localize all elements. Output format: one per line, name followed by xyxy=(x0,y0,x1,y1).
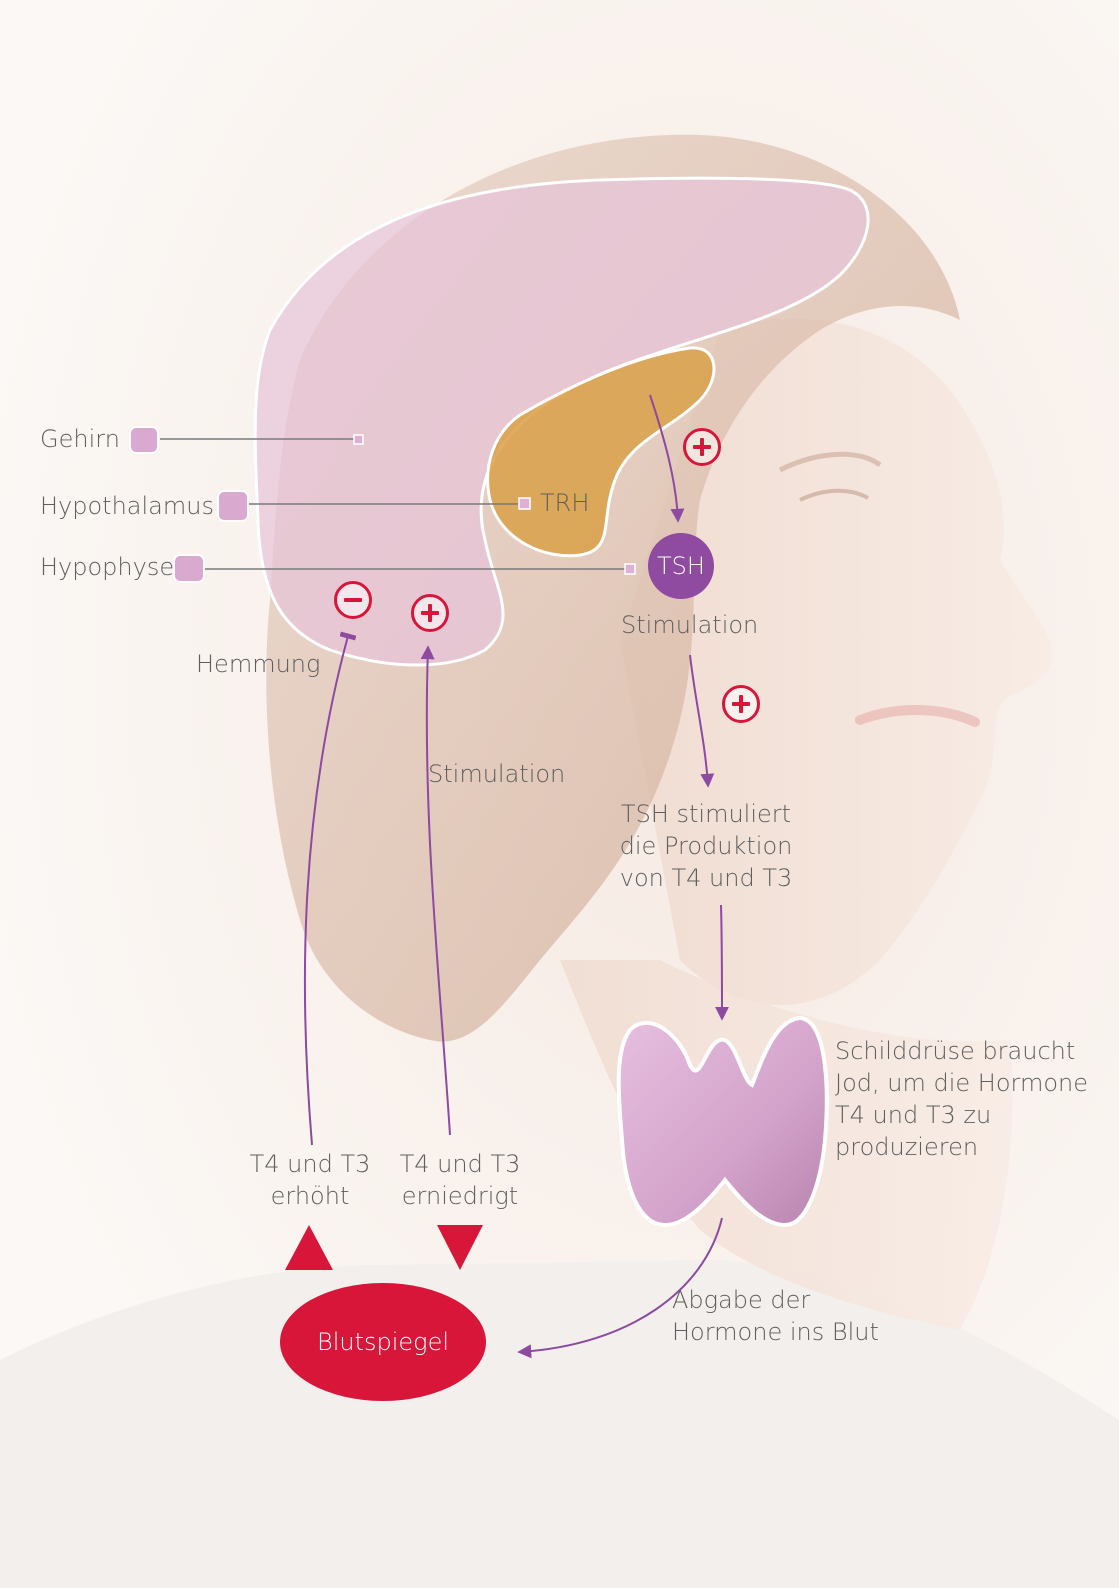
gehirn-point xyxy=(354,435,363,444)
trh-label: TRH xyxy=(540,487,589,519)
legend-gehirn-label: Gehirn xyxy=(40,423,120,455)
hypophyse-point xyxy=(625,564,635,574)
plus-circle-icon xyxy=(722,685,760,723)
hypothalamus-point xyxy=(519,498,530,509)
t4t3-high-line: erhöht xyxy=(240,1180,380,1212)
t4t3-low-line: T4 und T3 xyxy=(390,1148,530,1180)
gehirn-swatch xyxy=(130,427,158,453)
tsh-stimulates-line: von T4 und T3 xyxy=(606,862,806,894)
hemmung-label: Hemmung xyxy=(196,648,320,680)
legend-hypophyse-label: Hypophyse xyxy=(40,551,174,583)
hypophyse-swatch xyxy=(174,555,204,582)
thyroid-note-line: Schilddrüse braucht xyxy=(835,1035,1088,1067)
t4t3-low-text: T4 und T3 erniedrigt xyxy=(390,1148,530,1212)
legend-hypothalamus-label: Hypothalamus xyxy=(40,490,214,522)
plus-circle-icon xyxy=(411,594,449,632)
thyroid-note-text: Schilddrüse braucht Jod, um die Hormone … xyxy=(835,1035,1088,1163)
tsh-stimulates-text: TSH stimuliert die Produktion von T4 und… xyxy=(606,798,806,894)
plus-circle-icon xyxy=(683,428,721,466)
t4t3-high-line: T4 und T3 xyxy=(240,1148,380,1180)
tsh-stimulates-line: die Produktion xyxy=(606,830,806,862)
thyroid-note-line: produzieren xyxy=(835,1131,1088,1163)
minus-circle-icon xyxy=(334,581,372,619)
tsh-label: TSH xyxy=(648,533,714,599)
blood-level-label: Blutspiegel xyxy=(280,1283,486,1401)
release-text: Abgabe der Hormone ins Blut xyxy=(672,1284,879,1348)
stimulation-top-label: Stimulation xyxy=(621,609,758,641)
thyroid-note-line: Jod, um die Hormone xyxy=(835,1067,1088,1099)
release-line: Abgabe der xyxy=(672,1284,879,1316)
release-line: Hormone ins Blut xyxy=(672,1316,879,1348)
tsh-stimulates-line: TSH stimuliert xyxy=(606,798,806,830)
hypothalamus-swatch xyxy=(218,491,248,521)
t4t3-high-text: T4 und T3 erhöht xyxy=(240,1148,380,1212)
to-thyroid-arrow xyxy=(721,905,722,1018)
stimulation-left-label: Stimulation xyxy=(428,758,565,790)
thyroid-note-line: T4 und T3 zu xyxy=(835,1099,1088,1131)
t4t3-low-line: erniedrigt xyxy=(390,1180,530,1212)
